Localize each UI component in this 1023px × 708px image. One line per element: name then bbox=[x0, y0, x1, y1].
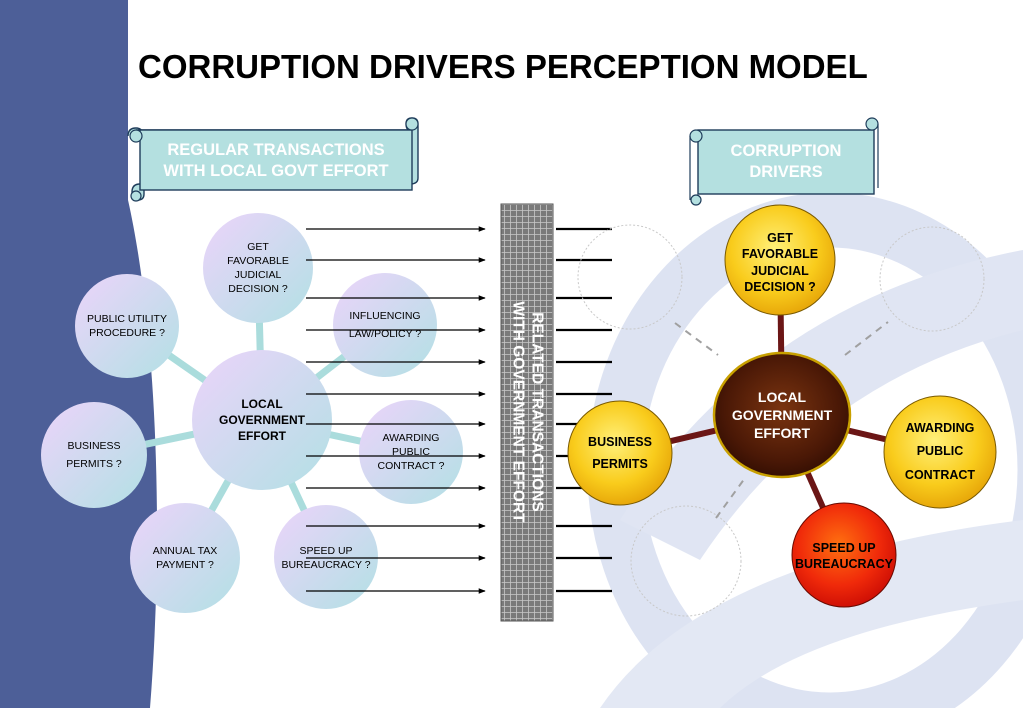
left-center-node: LOCAL GOVERNMENT EFFORT bbox=[202, 375, 322, 465]
left-node-text: ANNUAL TAX bbox=[152, 544, 218, 557]
left-node-text: INFLUENCING bbox=[349, 309, 421, 322]
right-node-text: PERMITS bbox=[592, 457, 648, 471]
right-node-judicial: GET FAVORABLE JUDICIAL DECISION ? bbox=[728, 225, 832, 300]
left-node-text: PAYMENT ? bbox=[156, 559, 214, 571]
barrier-label: RELATED TRANSACTIONS WITH GOVERNMENT EFF… bbox=[508, 301, 546, 523]
left-node-text: FAVORABLE bbox=[227, 254, 289, 267]
right-bubbles bbox=[567, 204, 997, 608]
left-center-text: EFFORT bbox=[237, 429, 286, 444]
left-node-utility: PUBLIC UTILITY PROCEDURE ? bbox=[75, 298, 179, 354]
left-node-text: PERMITS ? bbox=[66, 458, 122, 470]
right-node-text: FAVORABLE bbox=[741, 247, 819, 262]
right-center-text: GOVERNMENT bbox=[731, 406, 833, 423]
left-center-text: GOVERNMENT bbox=[218, 412, 305, 427]
right-banner-text: CORRUPTION DRIVERS bbox=[698, 141, 874, 182]
left-node-text: PUBLIC UTILITY bbox=[87, 312, 167, 325]
right-node-text: PUBLIC bbox=[916, 444, 964, 459]
left-banner-text: REGULAR TRANSACTIONS WITH LOCAL GOVT EFF… bbox=[140, 140, 412, 181]
right-center-node: LOCAL GOVERNMENT EFFORT bbox=[720, 375, 844, 455]
left-banner-line2: WITH LOCAL GOVT EFFORT bbox=[163, 161, 389, 180]
right-node-contract: AWARDING PUBLIC CONTRACT bbox=[888, 412, 992, 492]
right-node-bureaucracy: SPEED UP BUREAUCRACY bbox=[794, 532, 894, 580]
left-node-judicial: GET FAVORABLE JUDICIAL DECISION ? bbox=[208, 218, 308, 318]
right-node-text: BUREAUCRACY bbox=[795, 557, 893, 571]
sidebar-band bbox=[0, 0, 157, 708]
right-banner-line1: CORRUPTION bbox=[730, 142, 842, 160]
right-node-text: AWARDING bbox=[905, 421, 975, 436]
left-node-text: SPEED UP bbox=[299, 544, 353, 557]
barrier-label-line2: WITH GOVERNMENT EFFORT bbox=[510, 301, 527, 523]
right-center-text: LOCAL bbox=[757, 388, 807, 405]
right-node-text: CONTRACT bbox=[904, 467, 976, 482]
barrier-bar bbox=[500, 203, 554, 622]
left-node-text: PROCEDURE ? bbox=[89, 327, 165, 339]
right-node-text: BUSINESS bbox=[588, 434, 652, 449]
left-node-permits: BUSINESS PERMITS ? bbox=[44, 425, 144, 485]
right-banner bbox=[689, 117, 879, 206]
left-node-law: INFLUENCING LAW/POLICY ? bbox=[335, 290, 435, 360]
left-node-text: BUREAUCRACY ? bbox=[281, 559, 371, 571]
left-banner-line1: REGULAR TRANSACTIONS bbox=[167, 141, 385, 159]
right-node-text: DECISION ? bbox=[744, 279, 816, 294]
left-node-text: AWARDING bbox=[382, 431, 440, 444]
right-node-text: GET bbox=[767, 231, 793, 245]
left-bubbles bbox=[41, 213, 463, 613]
left-node-bureaucracy: SPEED UP BUREAUCRACY ? bbox=[271, 530, 381, 586]
right-center-text: EFFORT bbox=[754, 425, 810, 442]
left-node-contract: AWARDING PUBLIC CONTRACT ? bbox=[361, 412, 461, 492]
right-node-permits: BUSINESS PERMITS bbox=[570, 425, 670, 481]
left-node-text: GET bbox=[247, 240, 269, 253]
left-banner bbox=[127, 117, 419, 202]
left-node-text: BUSINESS bbox=[67, 439, 121, 452]
empty-circles bbox=[577, 224, 985, 617]
left-node-text: JUDICIAL bbox=[234, 269, 282, 281]
right-banner-line2: DRIVERS bbox=[749, 162, 823, 181]
right-node-text: JUDICIAL bbox=[751, 263, 809, 278]
right-node-text: SPEED UP bbox=[812, 540, 876, 555]
left-node-text: PUBLIC bbox=[392, 445, 430, 458]
left-node-text: DECISION ? bbox=[228, 283, 288, 296]
transaction-arrows bbox=[306, 226, 486, 594]
page-title: CORRUPTION DRIVERS PERCEPTION MODEL bbox=[138, 48, 868, 85]
left-node-text: CONTRACT ? bbox=[377, 460, 445, 473]
dashed-ghost-links bbox=[674, 321, 889, 519]
barrier-label-line1: RELATED TRANSACTIONS bbox=[528, 312, 546, 512]
left-node-text: LAW/POLICY ? bbox=[348, 328, 422, 340]
left-node-tax: ANNUAL TAX PAYMENT ? bbox=[132, 530, 238, 586]
left-center-text: LOCAL bbox=[241, 396, 283, 411]
